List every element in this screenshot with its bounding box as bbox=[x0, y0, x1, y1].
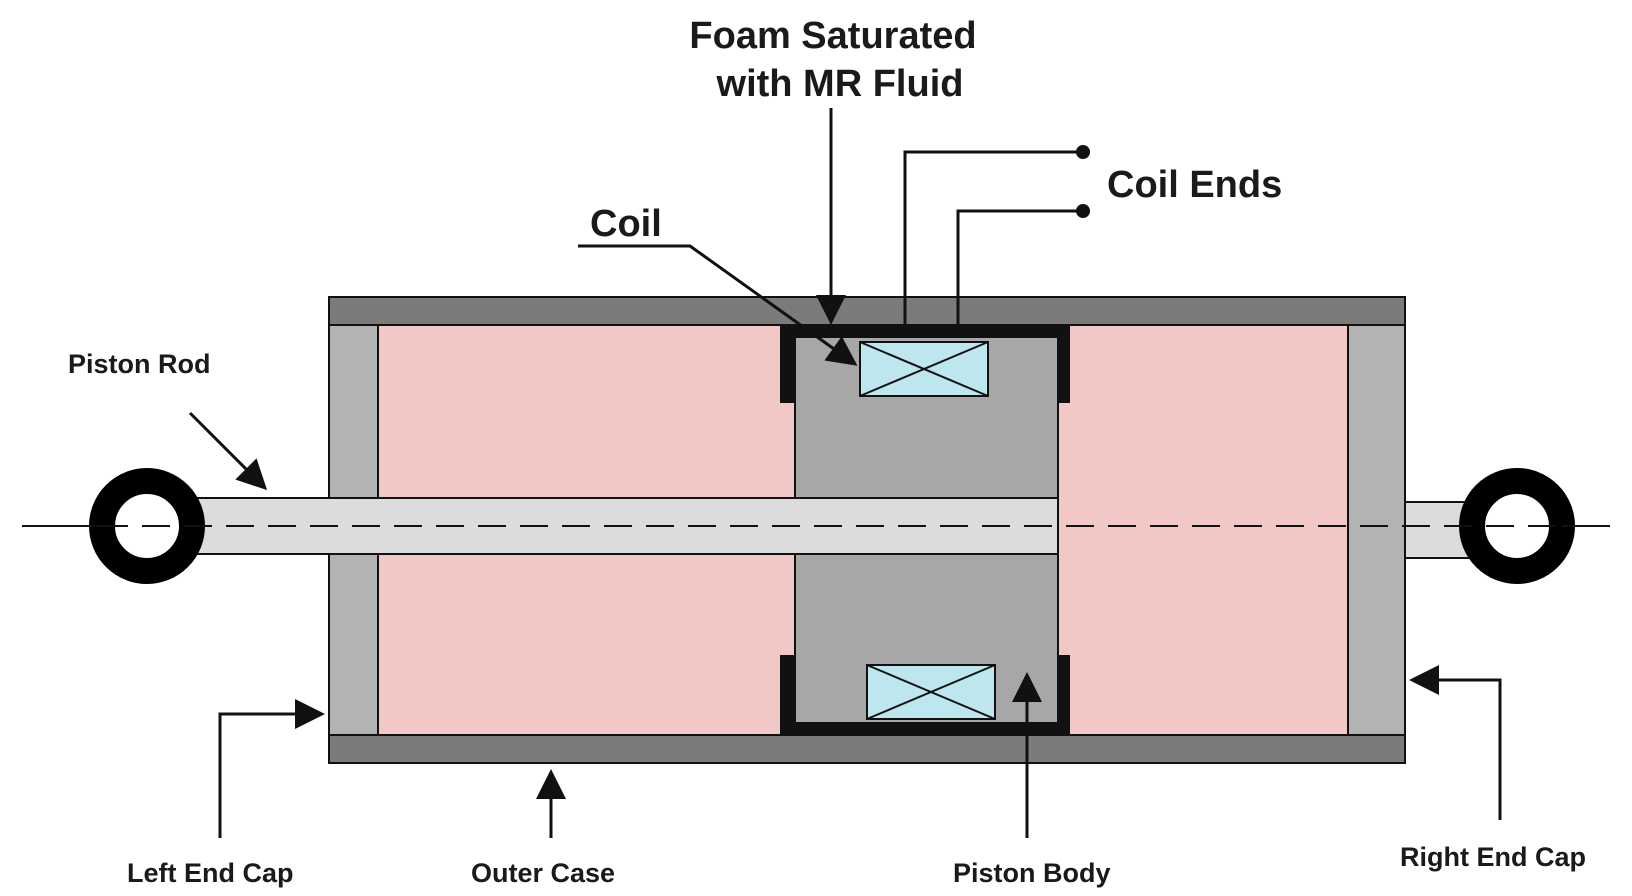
piston-frame-bottom bbox=[780, 655, 1070, 735]
outer-case-bottom bbox=[328, 734, 1406, 764]
piston-rod-label: Piston Rod bbox=[68, 349, 211, 379]
foam-label-line2: with MR Fluid bbox=[716, 63, 964, 105]
coil-arrow bbox=[578, 244, 858, 366]
terminal-icon bbox=[1076, 204, 1090, 218]
left-end-cap-arrow bbox=[218, 699, 325, 838]
coil-ends-label: Coil Ends bbox=[1107, 164, 1282, 206]
coil-end-wire-2 bbox=[956, 209, 1083, 325]
terminal-icon bbox=[1076, 145, 1090, 159]
coil-end-wire-1 bbox=[903, 150, 1083, 325]
outer-case-top bbox=[328, 296, 1406, 326]
right-end-cap-arrow bbox=[1409, 665, 1502, 820]
coil-label: Coil bbox=[590, 203, 662, 245]
outer-case-label: Outer Case bbox=[471, 858, 615, 888]
foam-right bbox=[1057, 324, 1349, 736]
coil-top bbox=[859, 341, 989, 397]
foam-label-line1: Foam Saturated bbox=[689, 15, 976, 57]
right-end-cap-label: Right End Cap bbox=[1400, 842, 1586, 872]
piston-body-label: Piston Body bbox=[953, 858, 1111, 888]
right-end-cap bbox=[1347, 324, 1406, 736]
left-end-cap-label: Left End Cap bbox=[127, 858, 294, 888]
piston-rod-arrow bbox=[188, 411, 268, 491]
coil-bottom bbox=[866, 664, 996, 720]
